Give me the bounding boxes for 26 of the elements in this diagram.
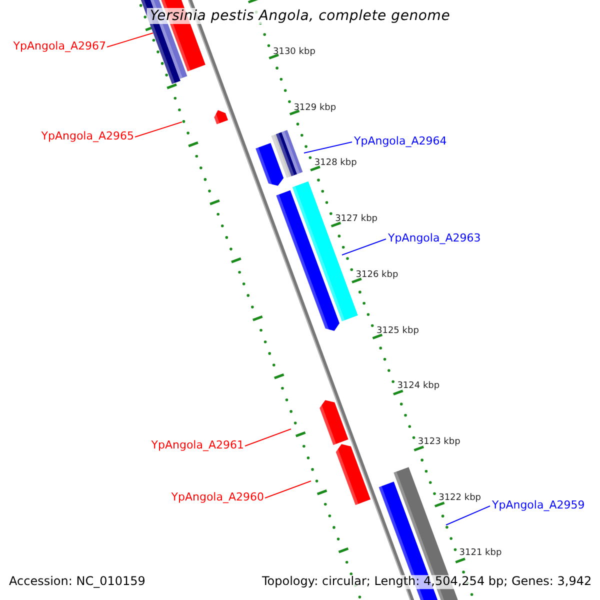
kbp-label: 3124 kbp xyxy=(397,381,440,392)
gene-label: YpAngola_A2967 xyxy=(13,40,106,54)
accession-text: Accession: NC_010159 xyxy=(9,575,146,589)
gene-label: YpAngola_A2959 xyxy=(492,500,585,512)
gene-label: YpAngola_A2961 xyxy=(151,440,244,452)
leader-line xyxy=(106,32,154,48)
gene-label: YpAngola_A2963 xyxy=(388,232,481,246)
gene-label: YpAngola_A2960 xyxy=(171,492,264,504)
kbp-label: 3130 kbp xyxy=(273,46,316,58)
gene-label: YpAngola_A2964 xyxy=(354,136,447,148)
kbp-label: 3121 kbp xyxy=(459,548,502,558)
kbp-label: 3125 kbp xyxy=(376,325,419,336)
leader-line xyxy=(304,142,352,154)
kbp-label: 3123 kbp xyxy=(418,436,460,448)
kbp-label: 3128 kbp xyxy=(314,158,357,169)
leader-line xyxy=(342,238,386,256)
kbp-label: 3126 kbp xyxy=(356,270,398,280)
leader-line xyxy=(446,506,490,526)
leader-line xyxy=(264,480,312,498)
gene-label: YpAngola_A2965 xyxy=(41,130,134,144)
kbp-label: 3122 kbp xyxy=(438,492,481,503)
kbp-label: 3127 kbp xyxy=(335,214,378,224)
genome-summary-text: Topology: circular; Length: 4,504,254 bp; Genes: 3,942 xyxy=(262,575,592,589)
kbp-label: 3129 kbp xyxy=(294,102,336,113)
leader-line xyxy=(244,428,292,446)
leader-line xyxy=(134,122,182,138)
